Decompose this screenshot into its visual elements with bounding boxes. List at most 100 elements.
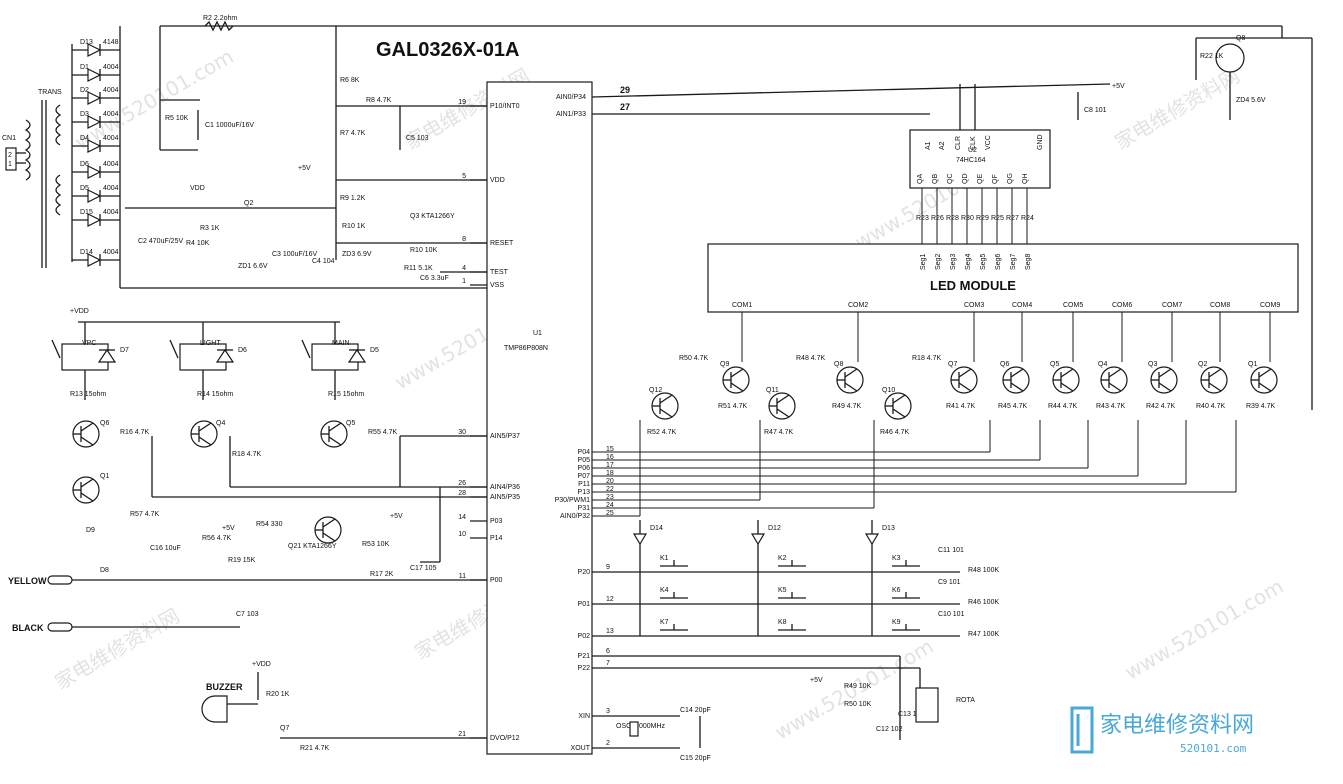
trans-label: TRANS [38,89,62,96]
c13-label: C13 102 [898,711,925,718]
r21-label: R21 4.7K [300,745,330,752]
r50-label: R50 10K [844,701,872,708]
npn-transistor-icon [722,366,750,394]
u1-pin-name: P07 [578,473,591,480]
watermark-text: www.520101.com [1121,574,1288,684]
u1-ref: U1 [533,330,542,337]
flyback-diode-icon [347,348,367,363]
diode-icon [87,139,102,153]
u1-pin-name: P01 [578,601,591,608]
npn-transistor-icon [1052,366,1080,394]
zd1-label: ZD1 6.6V [238,263,268,270]
c3-label: C3 100uF/16V [272,251,317,258]
r57-label: R57 4.7K [130,511,160,518]
u2-pin-name: QA [917,174,924,184]
u1-pin-number: 17 [606,462,614,469]
u1-pin-name: RESET [490,240,514,247]
diode-value: 4004 [103,185,119,192]
u2-pin-name: A1 [925,141,932,150]
yellow-terminal [47,575,73,585]
seg-resistor-label: R29 [976,215,989,222]
r49-label: R49 10K [844,683,872,690]
u1-pin-number: 28 [458,490,466,497]
u1-pin-name: P13 [578,489,591,496]
diode-value: 4148 [103,39,119,46]
key-ref: K8 [778,619,787,626]
u2-ref: U2 [968,147,977,154]
base-resistor-label: R51 4.7K [718,403,748,410]
u1-pin-number: 24 [606,502,614,509]
u1-pin-number: 10 [458,531,466,538]
seg-label: Seg4 [965,254,972,270]
u2-pin-name: QH [1022,174,1029,185]
com-label: COM4 [1012,302,1032,309]
r22-label: R22 1K [1200,53,1224,60]
relay-coil-icon [311,343,359,371]
relay-switch-icon [51,339,61,359]
flyback-diode-icon [215,348,235,363]
seg-label: Seg6 [995,254,1002,270]
buzzer-icon [201,695,228,723]
npn-transistor-icon [651,392,679,420]
u1-pin-number: 11 [459,573,466,580]
transistor-ref: Q7 [948,361,957,368]
com-label: COM7 [1162,302,1182,309]
u1-pin-number: 30 [458,429,466,436]
u1-pin-number: 15 [606,446,614,453]
u1-pin-number: 19 [458,99,466,106]
q6-label: Q6 [100,420,109,427]
com-label: COM8 [1210,302,1230,309]
q4-label: Q4 [216,420,225,427]
key-diode-ref: D13 [882,525,895,532]
port-bus-lines [592,420,1237,517]
zd3-label: ZD3 6.9V [342,251,372,258]
com-label: COM3 [964,302,984,309]
u1-pin-name: AIN0/P32 [560,513,590,520]
led-module-label: LED MODULE [930,278,1016,293]
vcc-5v-label-2: +5V [222,525,235,532]
seg-resistor-label: R24 [1021,215,1034,222]
key-cap-label: C10 101 [938,611,965,618]
u1-pin-number: 4 [462,265,466,272]
diode-ref: D2 [80,87,89,94]
u1-pin-name: P03 [490,518,503,525]
u1-pin-number: 14 [458,514,466,521]
flyback-diode-ref: D6 [238,347,247,354]
relay-switch-icon [301,339,311,359]
key-diode-icon [750,533,766,546]
c4-label: C4 104 [312,258,335,265]
u1-pin-number: 5 [462,173,466,180]
u1-pin-name: VSS [490,282,504,289]
u2-pin-name: CLK [970,136,977,150]
base-resistor-label: R52 4.7K [647,429,677,436]
u1-pin-name: P22 [578,665,591,672]
q2-label: Q2 [244,200,253,207]
q7-label: Q7 [280,725,289,732]
osc-label: OSC 4.000MHz [616,723,666,730]
relay-name: MAIN [332,340,350,347]
u1-pin-name: AIN1/P33 [556,111,586,118]
key-ref: K6 [892,587,901,594]
u1-pin-name: DVO/P12 [490,735,520,742]
u1-pin-name: VDD [490,177,505,184]
r10a-label: R10 1K [342,223,366,230]
r5-label: R5 10K [165,115,189,122]
transistor-ref: Q2 [1198,361,1207,368]
relay-switch-icon [169,339,179,359]
u2-pin-name: VCC [985,135,992,150]
com-label: COM1 [732,302,752,309]
u1-pin-number: 8 [462,236,466,243]
diode-value: 4004 [103,87,119,94]
r10b-label: R10 10K [410,247,438,254]
key-ref: K5 [778,587,787,594]
base-resistor-label: R43 4.7K [1096,403,1126,410]
diode-value: 4004 [103,209,119,216]
u2-pin-name: QE [977,174,984,184]
pullup-resistor-label: R18 4.7K [912,355,942,362]
r20-label: R20 1K [266,691,290,698]
ic-u1: U1 TMP86P808N 19P10/INT05VDD8RESET4TEST1… [458,81,630,755]
u1-pin-number: 22 [606,486,614,493]
